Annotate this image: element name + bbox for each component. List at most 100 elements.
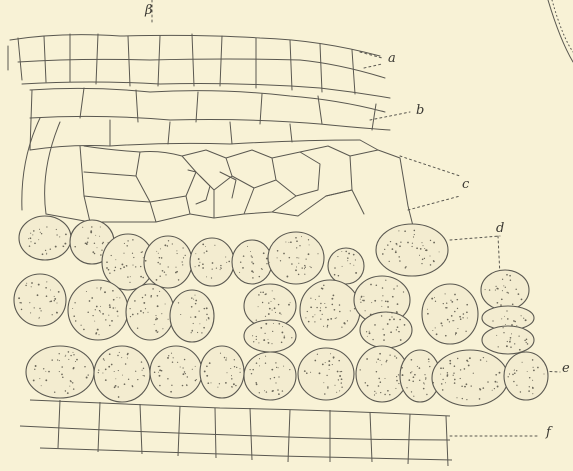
stipple-dot: [335, 318, 336, 319]
stipple-dot: [203, 327, 205, 329]
stipple-dot: [142, 251, 143, 252]
stipple-dot: [108, 269, 110, 271]
stipple-dot: [277, 250, 279, 252]
stipple-dot: [486, 361, 487, 362]
stipple-dot: [393, 318, 395, 320]
stipple-dot: [162, 328, 163, 329]
stipple-dot: [320, 310, 322, 312]
stipple-dot: [308, 239, 309, 240]
parenchyma-cell: [14, 274, 66, 326]
stipple-dot: [327, 386, 329, 388]
stipple-dot: [158, 253, 159, 254]
stipple-dot: [347, 257, 349, 259]
stipple-dot: [445, 335, 447, 337]
stipple-dot: [495, 381, 497, 383]
stipple-dot: [443, 367, 444, 368]
stipple-dot: [65, 234, 67, 236]
stipple-dot: [381, 306, 382, 307]
stipple-dot: [132, 265, 133, 266]
stipple-dot: [265, 316, 266, 317]
stipple-dot: [135, 266, 136, 267]
stipple-dot: [87, 242, 88, 243]
stipple-dot: [212, 262, 214, 264]
stipple-dot: [94, 243, 95, 244]
stipple-dot: [205, 246, 206, 247]
stipple-dot: [259, 365, 260, 366]
stipple-dot: [310, 298, 311, 299]
stipple-dot: [124, 243, 125, 244]
stipple-dot: [339, 311, 341, 313]
stipple-dot: [494, 388, 495, 389]
stipple-dot: [59, 371, 60, 372]
stipple-dot: [296, 247, 297, 248]
stipple-dot: [443, 303, 444, 304]
stipple-dot: [57, 359, 58, 360]
stipple-dot: [71, 381, 72, 382]
stipple-dot: [234, 366, 235, 367]
stipple-dot: [108, 366, 110, 368]
stipple-dot: [56, 229, 57, 230]
stipple-dot: [272, 331, 273, 332]
stipple-dot: [143, 375, 144, 376]
stipple-dot: [199, 311, 200, 312]
stipple-dot: [503, 285, 504, 286]
stipple-dot: [382, 253, 384, 255]
stipple-dot: [65, 390, 66, 391]
stipple-dot: [199, 323, 200, 324]
stipple-dot: [180, 366, 181, 367]
stipple-dot: [347, 260, 348, 261]
stipple-dot: [100, 306, 101, 307]
stipple-dot: [126, 245, 127, 246]
stipple-dot: [407, 242, 409, 244]
stipple-dot: [464, 368, 466, 370]
stipple-dot: [396, 380, 398, 382]
stipple-dot: [510, 346, 512, 348]
stipple-dot: [102, 373, 103, 374]
stipple-dot: [523, 318, 524, 319]
stipple-dot: [115, 378, 116, 379]
stipple-dot: [399, 319, 401, 321]
stipple-dot: [45, 287, 47, 289]
stipple-dot: [115, 307, 116, 308]
cortex-polygonal-cells: [22, 118, 414, 230]
stipple-dot: [88, 374, 89, 375]
stipple-dot: [366, 331, 367, 332]
stipple-dot: [462, 398, 463, 399]
stipple-dot: [496, 335, 497, 336]
stipple-dot: [376, 371, 377, 372]
stipple-dot: [454, 365, 456, 367]
stipple-dot: [117, 316, 118, 317]
stipple-dot: [175, 272, 177, 274]
stipple-dot: [495, 286, 496, 287]
stipple-dot: [250, 251, 251, 252]
stipple-dot: [404, 324, 406, 326]
stipple-dot: [155, 315, 156, 316]
stipple-dot: [362, 300, 363, 301]
stipple-dot: [283, 253, 285, 255]
stipple-dot: [54, 300, 55, 301]
stipple-dot: [527, 343, 529, 345]
stipple-dot: [518, 293, 520, 295]
stipple-dot: [159, 275, 160, 276]
stipple-dot: [172, 361, 173, 362]
stipple-dot: [183, 257, 184, 258]
stipple-dot: [81, 325, 82, 326]
parenchyma-cell: [481, 270, 529, 310]
stipple-dot: [28, 238, 29, 239]
stipple-dot: [520, 391, 521, 392]
stipple-dot: [342, 266, 343, 267]
stipple-dot: [114, 371, 115, 372]
stipple-dot: [204, 252, 205, 253]
stipple-dot: [290, 241, 292, 243]
stipple-dot: [413, 376, 415, 378]
stipple-dot: [182, 247, 183, 248]
stipple-dot: [120, 268, 122, 270]
stipple-dot: [433, 260, 435, 262]
stipple-dot: [34, 369, 35, 370]
stipple-dot: [485, 289, 486, 290]
stipple-dot: [275, 382, 276, 383]
stipple-dot: [206, 365, 208, 367]
stipple-dot: [424, 258, 425, 259]
stipple-dot: [521, 299, 523, 301]
stipple-dot: [463, 313, 465, 315]
